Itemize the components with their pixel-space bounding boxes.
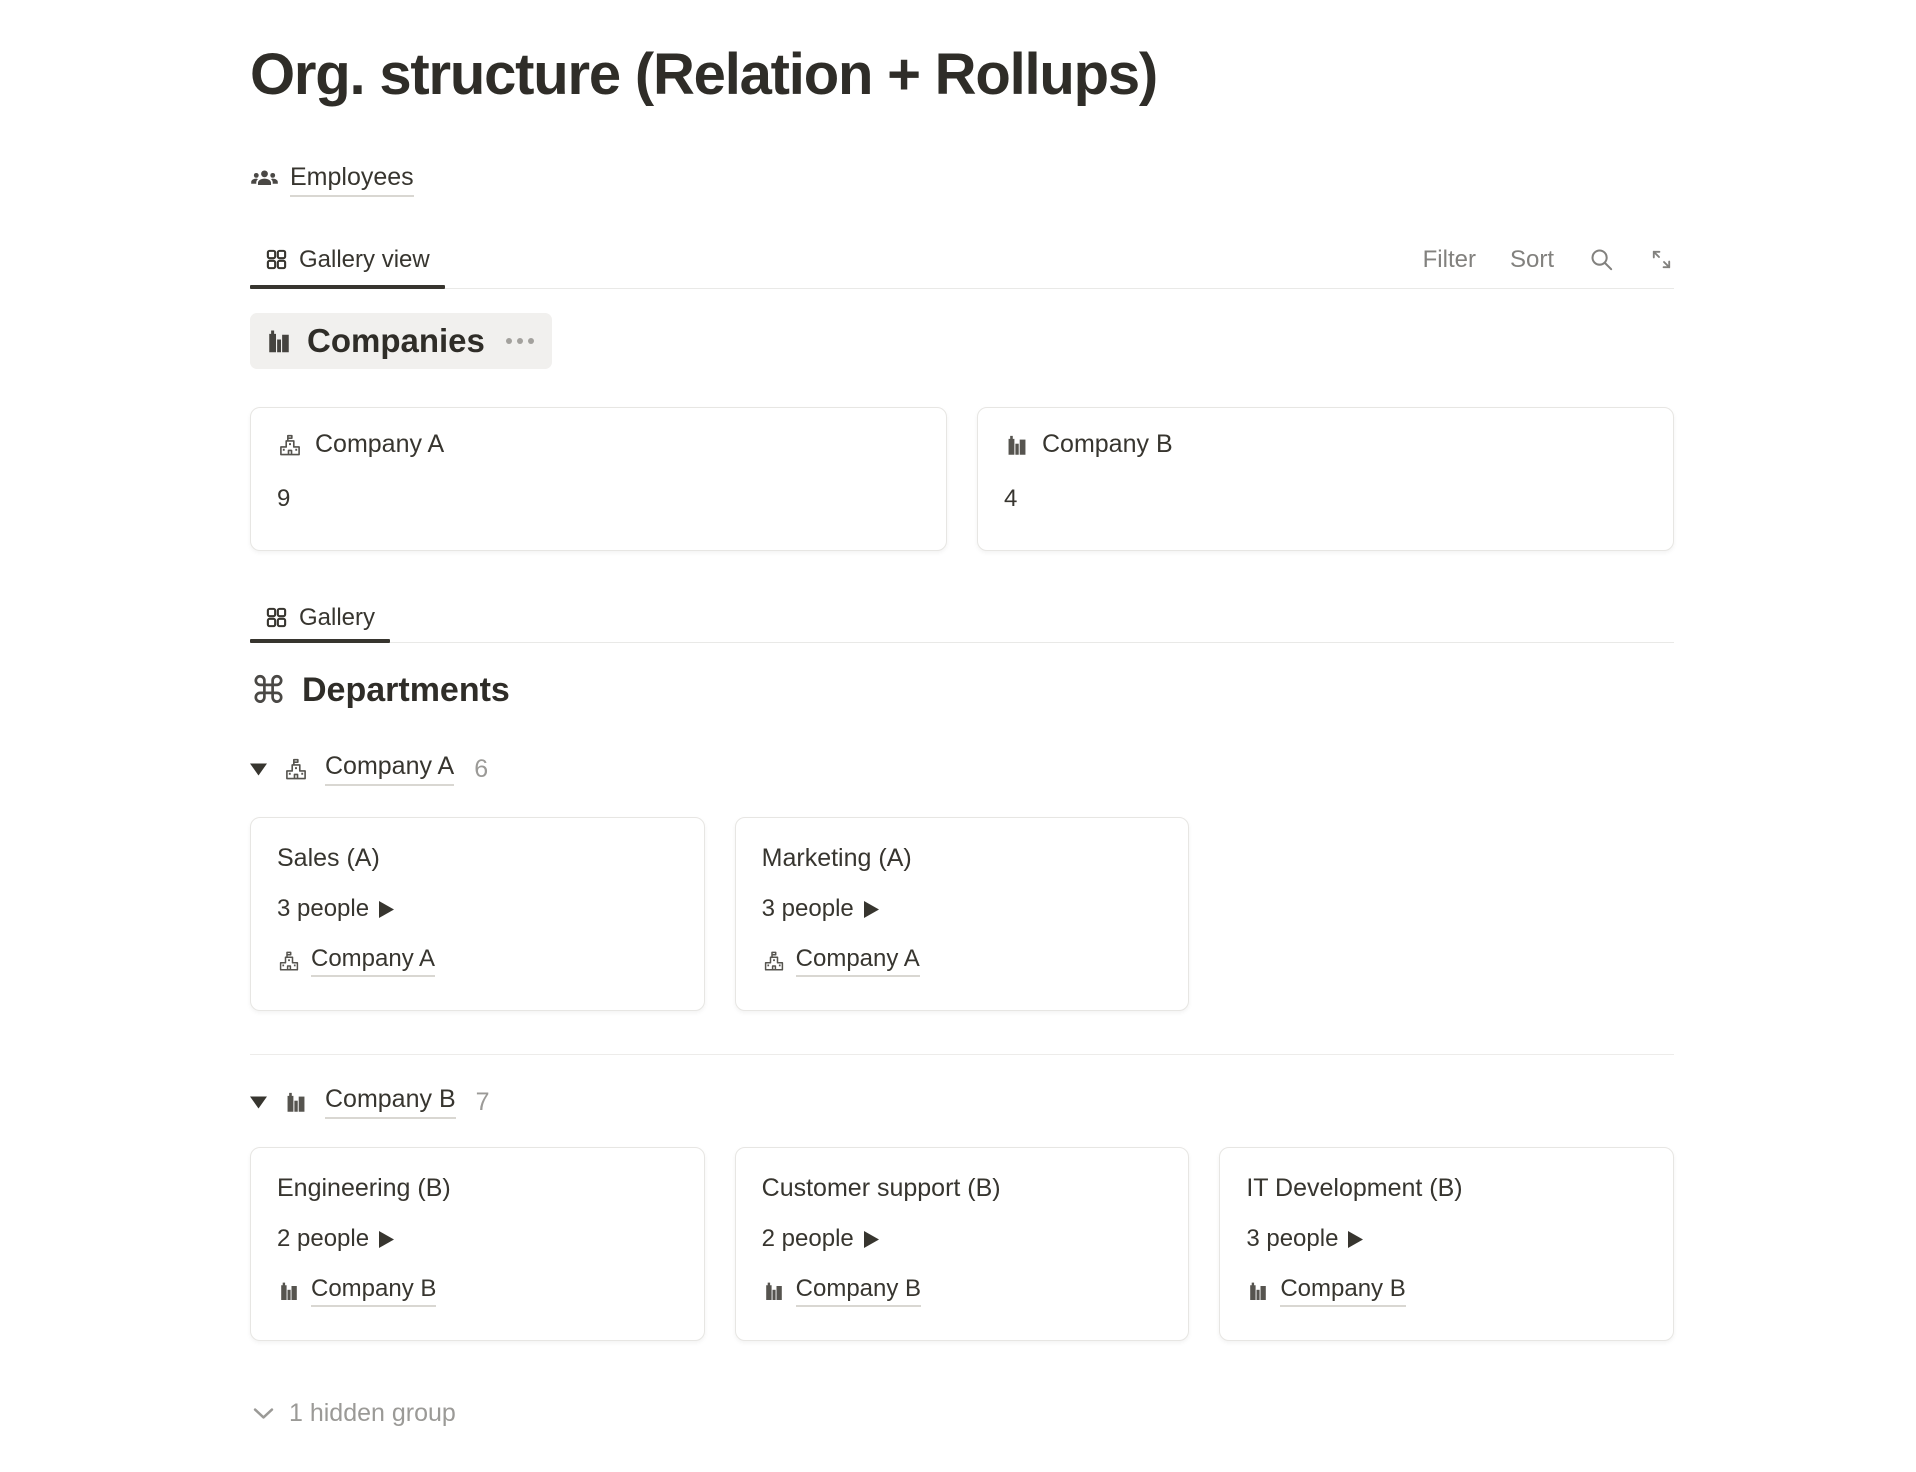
gallery-icon bbox=[265, 606, 288, 629]
company-card-title: Company B bbox=[1042, 430, 1173, 459]
filter-button[interactable]: Filter bbox=[1422, 245, 1476, 273]
tab-gallery-view[interactable]: Gallery view bbox=[250, 231, 445, 290]
department-card-sales[interactable]: Sales (A) 3 people bbox=[250, 817, 705, 1012]
chevron-down-icon bbox=[250, 1400, 277, 1427]
department-title: IT Development (B) bbox=[1246, 1174, 1463, 1203]
city-icon bbox=[762, 1279, 786, 1303]
related-company[interactable]: Company B bbox=[1246, 1275, 1647, 1308]
people-count: 3 people bbox=[1246, 1225, 1339, 1253]
departments-toolbar: Gallery bbox=[250, 593, 1674, 644]
group-header-company-b: Company B 7 bbox=[250, 1085, 1674, 1120]
tab-gallery[interactable]: Gallery bbox=[250, 593, 391, 644]
related-company[interactable]: Company B bbox=[277, 1275, 678, 1308]
department-title: Marketing (A) bbox=[761, 844, 912, 873]
people-count: 2 people bbox=[277, 1225, 370, 1253]
tab-label: Gallery view bbox=[299, 245, 430, 273]
triangle-down-icon[interactable] bbox=[250, 1096, 267, 1109]
tab-label: Gallery bbox=[299, 603, 376, 631]
school-icon bbox=[283, 756, 309, 782]
department-title: Sales (A) bbox=[277, 844, 380, 873]
school-icon bbox=[762, 949, 786, 973]
search-icon[interactable] bbox=[1588, 246, 1615, 273]
sort-button[interactable]: Sort bbox=[1509, 245, 1554, 273]
related-company-link[interactable]: Company A bbox=[795, 945, 920, 978]
ellipsis-menu-icon[interactable] bbox=[505, 338, 534, 345]
related-company[interactable]: Company B bbox=[762, 1275, 1163, 1308]
play-icon bbox=[379, 1230, 395, 1248]
group-company-link[interactable]: Company B bbox=[325, 1085, 456, 1120]
hidden-group-toggle[interactable]: 1 hidden group bbox=[250, 1399, 456, 1428]
school-icon bbox=[277, 949, 301, 973]
city-icon bbox=[283, 1089, 309, 1115]
gallery-icon bbox=[265, 248, 288, 271]
view-toolbar: Gallery view Filter Sort bbox=[250, 231, 1674, 290]
people-count: 3 people bbox=[277, 895, 370, 923]
toolbar-actions: Filter Sort bbox=[1423, 246, 1674, 274]
people-count: 3 people bbox=[761, 895, 854, 923]
departments-gallery-company-a: Sales (A) 3 people bbox=[250, 817, 1674, 1012]
city-icon bbox=[264, 326, 294, 356]
group-divider bbox=[250, 1054, 1674, 1056]
people-count: 2 people bbox=[761, 1225, 854, 1253]
company-card-title: Company A bbox=[315, 430, 445, 459]
departments-section-header: ⌘ Departments bbox=[250, 671, 1674, 710]
departments-gallery-company-b: Engineering (B) 2 people Company B bbox=[250, 1147, 1674, 1342]
related-company-link[interactable]: Company B bbox=[795, 1275, 922, 1308]
department-card-marketing[interactable]: Marketing (A) 3 people bbox=[734, 817, 1190, 1012]
school-icon bbox=[277, 432, 303, 458]
city-icon bbox=[1246, 1279, 1270, 1303]
companies-section-header[interactable]: Companies bbox=[250, 313, 552, 370]
company-card-a[interactable]: Company A 9 bbox=[250, 407, 947, 552]
group-company-link[interactable]: Company A bbox=[325, 752, 455, 787]
department-card-customer-support[interactable]: Customer support (B) 2 people Company B bbox=[734, 1147, 1190, 1342]
expand-icon[interactable] bbox=[1649, 247, 1674, 272]
related-company-link[interactable]: Company B bbox=[311, 1275, 437, 1308]
hidden-group-label: 1 hidden group bbox=[289, 1399, 456, 1428]
department-title: Engineering (B) bbox=[277, 1174, 451, 1203]
department-title: Customer support (B) bbox=[761, 1174, 1001, 1203]
companies-title: Companies bbox=[307, 322, 485, 360]
related-company-link[interactable]: Company A bbox=[311, 945, 436, 978]
notion-page: Org. structure (Relation + Rollups) Empl… bbox=[250, 0, 1674, 1432]
play-icon bbox=[863, 900, 879, 918]
group-count: 7 bbox=[475, 1087, 490, 1116]
companies-gallery: Company A 9 Company B 4 bbox=[250, 407, 1674, 552]
page-title: Org. structure (Relation + Rollups) bbox=[250, 42, 1158, 107]
triangle-down-icon[interactable] bbox=[250, 763, 267, 776]
people-group-icon bbox=[250, 165, 279, 194]
departments-title: Departments bbox=[302, 671, 510, 710]
command-icon: ⌘ bbox=[250, 669, 287, 713]
company-rollup-value: 4 bbox=[1004, 485, 1018, 513]
play-icon bbox=[863, 1230, 879, 1248]
city-icon bbox=[1004, 432, 1030, 458]
company-rollup-value: 9 bbox=[277, 485, 291, 513]
play-icon bbox=[379, 900, 395, 918]
breadcrumb-label: Employees bbox=[290, 163, 414, 197]
company-card-b[interactable]: Company B 4 bbox=[977, 407, 1674, 552]
related-company-link[interactable]: Company B bbox=[1280, 1275, 1406, 1308]
play-icon bbox=[1348, 1230, 1364, 1248]
related-company[interactable]: Company A bbox=[277, 945, 678, 978]
group-count: 6 bbox=[474, 754, 489, 783]
related-company[interactable]: Company A bbox=[762, 945, 1163, 978]
city-icon bbox=[277, 1279, 301, 1303]
group-header-company-a: Company A 6 bbox=[250, 752, 1674, 787]
department-card-it-development[interactable]: IT Development (B) 3 people Company B bbox=[1219, 1147, 1674, 1342]
department-card-engineering[interactable]: Engineering (B) 2 people Company B bbox=[250, 1147, 705, 1342]
breadcrumb-employees-link[interactable]: Employees bbox=[250, 163, 414, 197]
